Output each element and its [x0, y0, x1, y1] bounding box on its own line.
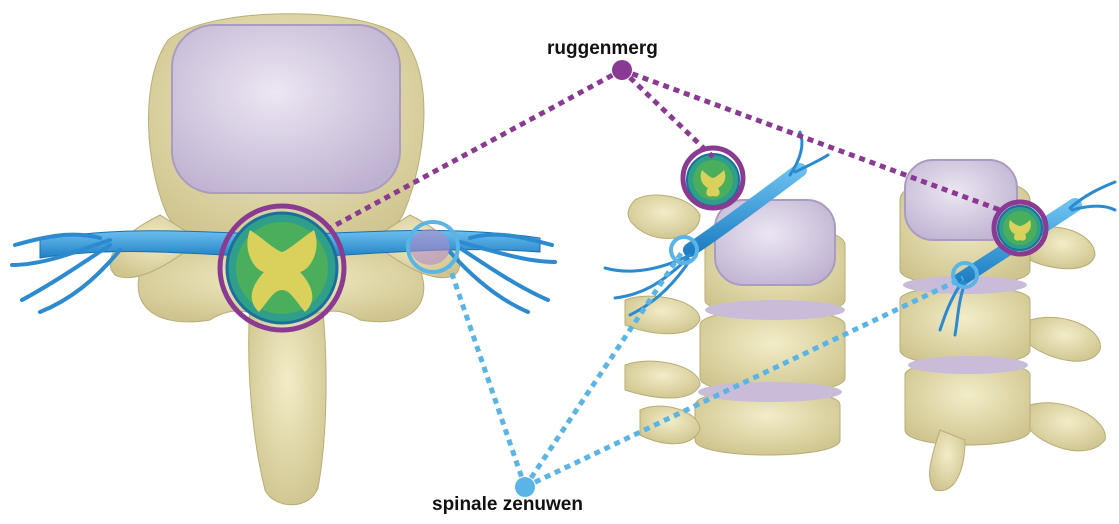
intervertebral-disc	[172, 25, 400, 193]
spine-segment-oblique-view	[900, 160, 1115, 491]
nerve-root-ganglion	[410, 229, 450, 265]
spinal-cord-anchor-dot	[612, 60, 632, 80]
disc-middle-1	[705, 300, 845, 320]
spine-segment-side-view	[605, 132, 845, 455]
spinal-cord-label: ruggenmerg	[547, 38, 658, 60]
spinal-nerves-label: spinale zenuwen	[432, 494, 583, 516]
disc-middle-2	[698, 382, 842, 402]
vertebra-top-view	[12, 14, 555, 505]
